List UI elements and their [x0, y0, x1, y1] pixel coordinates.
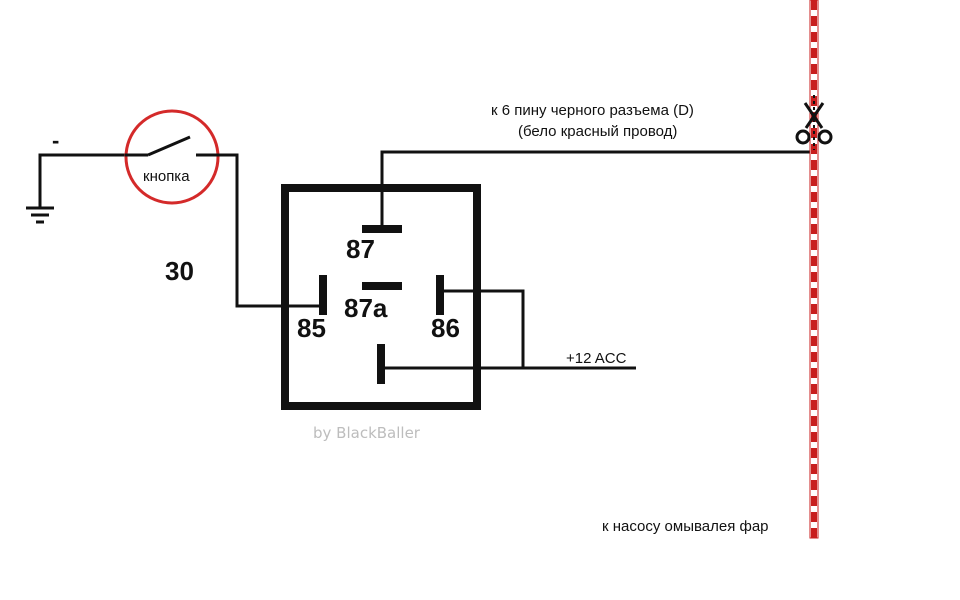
pin-87a-label: 87a	[344, 293, 388, 323]
watermark: by BlackBaller	[313, 424, 421, 442]
pin-87-contact	[362, 225, 402, 233]
pin-86-label: 86	[431, 313, 460, 343]
button-label: кнопка	[143, 168, 190, 185]
pin-30-contact	[377, 344, 385, 384]
pump-label: к насосу омывалея фар	[602, 518, 769, 535]
pin-85-label: 85	[297, 313, 326, 343]
pin-87a-contact	[362, 282, 402, 290]
ground-icon	[26, 153, 125, 224]
pin-30-label: 30	[165, 256, 194, 286]
wire-86	[440, 289, 525, 368]
button-circle	[124, 109, 220, 205]
wire-87-to-cable	[380, 150, 813, 227]
pin-85-contact	[319, 275, 327, 315]
acc-label: +12 ACC	[566, 350, 627, 367]
top-label-line2: (бело красный провод)	[518, 123, 677, 140]
wire-button-to-85	[218, 153, 323, 308]
pin-87-label: 87	[346, 234, 375, 264]
ground-minus-label: -	[52, 128, 59, 153]
red-white-cable	[809, 0, 819, 539]
scissors-icon	[795, 102, 833, 145]
switch-icon	[125, 135, 218, 157]
top-label-line1: к 6 пину черного разъема (D)	[491, 102, 694, 119]
pin-86-contact	[436, 275, 444, 315]
